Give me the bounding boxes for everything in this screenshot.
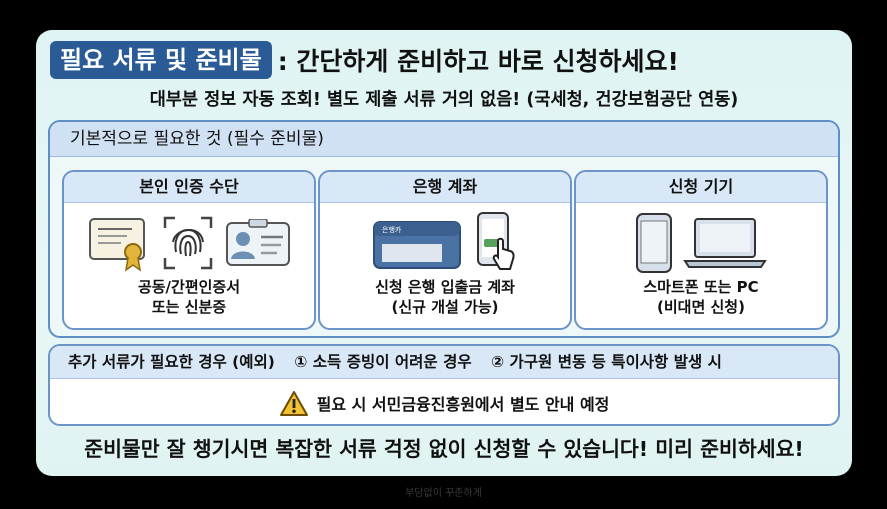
card-label: 은행카: [382, 225, 402, 234]
extra-panel: 추가 서류가 필요한 경우 (예외) ① 소득 증빙이 어려운 경우 ② 가구원…: [48, 344, 840, 426]
notice-text: 필요 시 서민금융진흥원에서 별도 안내 예정: [316, 395, 610, 414]
title: 필요 서류 및 준비물 : 간단하게 준비하고 바로 신청하세요!: [50, 40, 679, 80]
title-text: : 간단하게 준비하고 바로 신청하세요!: [277, 47, 679, 76]
extra-case-1: ① 소득 증빙이 어려운 경우: [294, 353, 472, 371]
device-title: 신청 기기: [576, 172, 826, 203]
bank-title: 은행 계좌: [320, 172, 570, 203]
smartphone-icon: [636, 213, 672, 273]
bank-card-icon: 은행카: [373, 221, 461, 269]
required-heading: 기본적으로 필요한 것 (필수 준비물): [50, 122, 838, 157]
extra-case-2: ② 가구원 변동 등 특이사항 발생 시: [491, 353, 722, 371]
device-line2: (비대면 신청): [657, 298, 745, 316]
certificate-icon: [89, 218, 145, 272]
watermark: 부담없이 꾸준하게: [405, 488, 482, 499]
title-badge: 필요 서류 및 준비물: [50, 41, 272, 79]
bank-line2: (신규 개설 가능): [391, 298, 499, 316]
identity-title: 본인 인증 수단: [64, 172, 314, 203]
extra-heading: 추가 서류가 필요한 경우 (예외): [68, 353, 275, 371]
required-panel: 기본적으로 필요한 것 (필수 준비물) 본인 인증 수단: [48, 120, 840, 338]
warning-icon: [279, 390, 308, 416]
bank-box: 은행 계좌 은행카 신청 은행 입출금 계좌 (신규 개설 가능): [318, 170, 572, 330]
footer-message: 준비물만 잘 챙기시면 복잡한 서류 걱정 없이 신청할 수 있습니다! 미리 …: [84, 437, 804, 461]
info-card: 필요 서류 및 준비물 : 간단하게 준비하고 바로 신청하세요! 대부분 정보…: [36, 30, 852, 476]
device-line1: 스마트폰 또는 PC: [643, 278, 759, 296]
laptop-icon: [683, 218, 767, 268]
phone-tap-icon: [477, 212, 515, 270]
id-card-icon: [226, 219, 290, 266]
fingerprint-icon: [163, 216, 213, 270]
identity-line2: 또는 신분증: [151, 298, 227, 316]
bank-line1: 신청 은행 입출금 계좌: [375, 278, 515, 296]
subtitle: 대부분 정보 자동 조회! 별도 제출 서류 거의 없음! (국세청, 건강보험…: [149, 90, 739, 110]
device-box: 신청 기기 스마트폰 또는 PC (비대면 신청): [574, 170, 828, 330]
identity-box: 본인 인증 수단: [62, 170, 316, 330]
identity-line1: 공동/간편인증서: [137, 278, 241, 296]
